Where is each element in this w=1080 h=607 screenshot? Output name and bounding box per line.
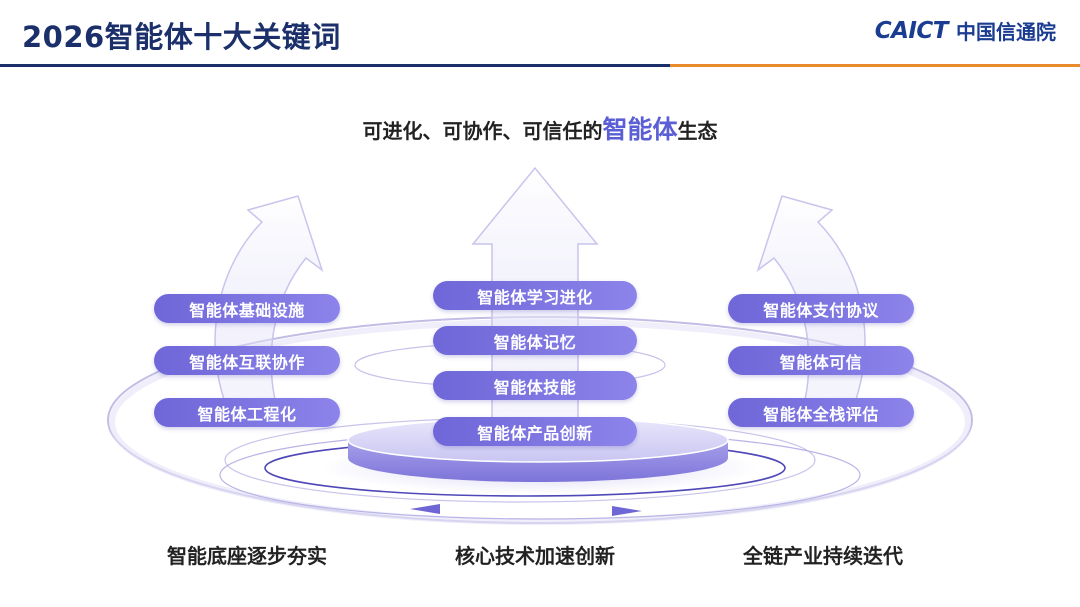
bottom-label-foundation: 智能底座逐步夯实	[167, 544, 327, 568]
bottom-label-core-tech: 核心技术加速创新	[455, 544, 615, 568]
keyword-pill-agent-evaluation: 智能体全栈评估	[728, 398, 914, 427]
keyword-pill-agent-memory: 智能体记忆	[433, 326, 637, 355]
logo-text-en: CAICT	[874, 17, 949, 44]
slogan-suffix: 生态	[677, 119, 718, 143]
header-rule-blue	[0, 64, 670, 67]
logo-text-cn: 中国信通院	[956, 20, 1056, 44]
caict-logo: CAICT 中国信通院	[875, 16, 1056, 45]
bottom-label-industry: 全链产业持续迭代	[743, 544, 903, 568]
keyword-pill-agent-interconnect: 智能体互联协作	[154, 346, 340, 375]
keyword-pill-agent-trust: 智能体可信	[728, 346, 914, 375]
keyword-pill-agent-skills: 智能体技能	[433, 371, 637, 400]
keyword-pill-agent-infrastructure: 智能体基础设施	[154, 294, 340, 323]
keyword-pill-agent-product: 智能体产品创新	[433, 417, 637, 446]
keyword-pill-agent-engineering: 智能体工程化	[154, 398, 340, 427]
slogan-prefix: 可进化、可协作、可信任的	[362, 119, 603, 143]
ring-direction-arrow-right	[612, 506, 642, 516]
ecosystem-slogan: 可进化、可协作、可信任的智能体生态	[0, 110, 1080, 146]
page-title: 2026智能体十大关键词	[22, 20, 341, 54]
ring-direction-arrow-left	[410, 504, 440, 514]
header-rule-orange	[670, 64, 1080, 67]
keyword-pill-agent-payment: 智能体支付协议	[728, 294, 914, 323]
slogan-highlight: 智能体	[602, 115, 678, 144]
keyword-pill-agent-learning: 智能体学习进化	[433, 281, 637, 310]
